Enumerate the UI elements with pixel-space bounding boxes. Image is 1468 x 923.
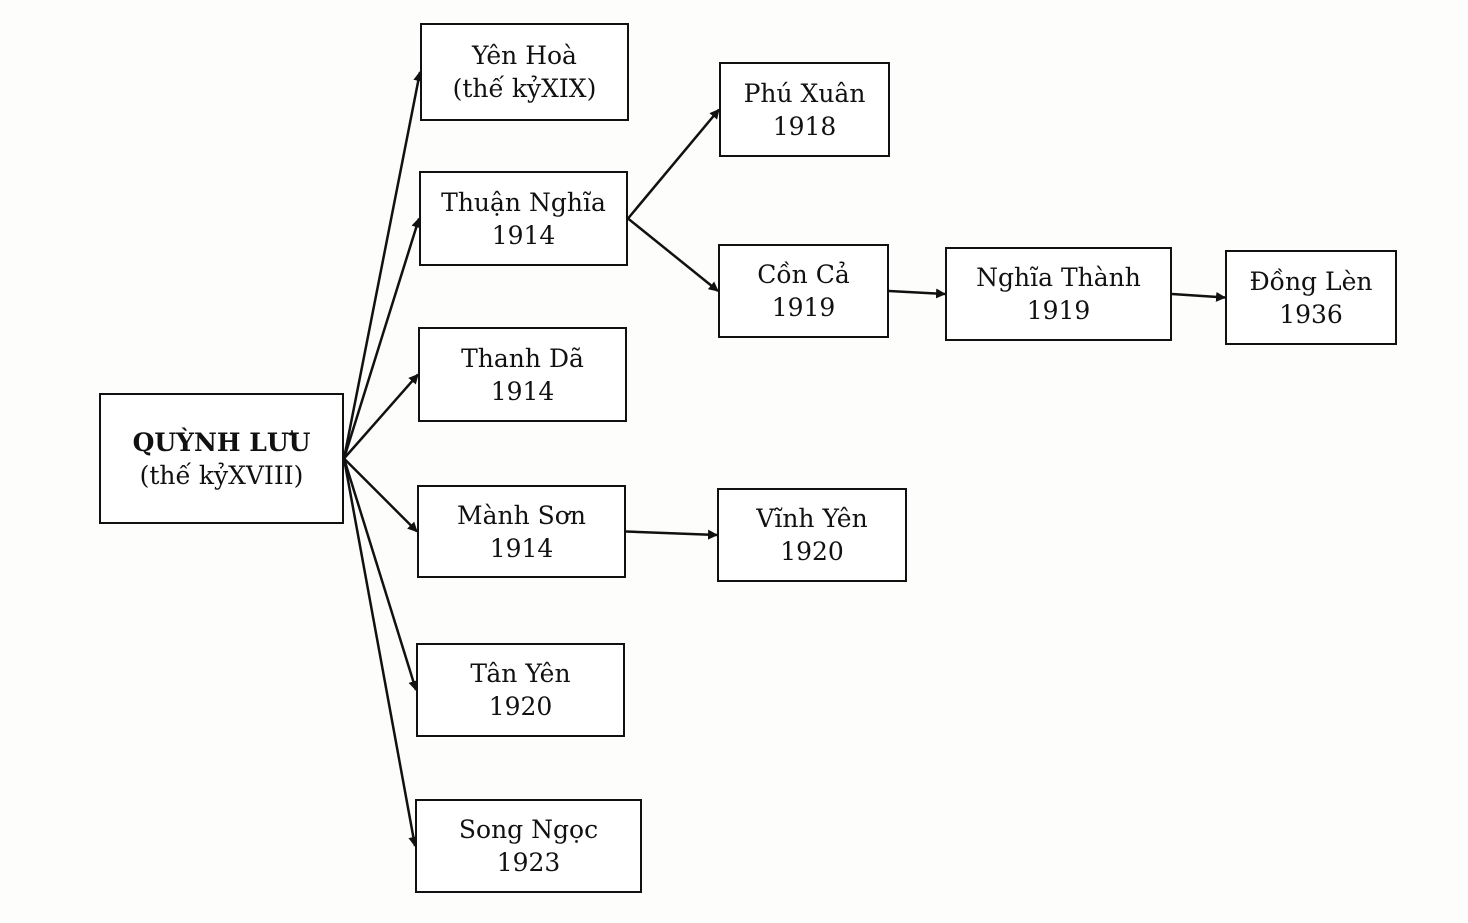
node-name: Phú Xuân xyxy=(743,78,866,108)
node-thanh-da: Thanh Dã 1914 xyxy=(418,327,627,422)
arrow-thuan-nghia-to-phu-xuan xyxy=(627,108,720,220)
node-date: (thế kỷXVIII) xyxy=(139,460,304,490)
arrow-quynh-luu-to-yen-hoa xyxy=(342,71,424,459)
node-tan-yen: Tân Yên 1920 xyxy=(416,643,625,737)
node-phu-xuan: Phú Xuân 1918 xyxy=(719,62,890,157)
node-date: 1919 xyxy=(771,293,836,322)
node-date: 1923 xyxy=(496,848,561,877)
node-quynh-luu: QUỲNH LƯU (thế kỷXVIII) xyxy=(99,393,344,524)
node-name: Yên Hoà xyxy=(472,41,577,70)
arrow-thuan-nghia-to-con-ca xyxy=(627,217,719,292)
node-date: 1914 xyxy=(490,376,555,406)
node-name: Mành Sơn xyxy=(457,500,586,530)
node-vinh-yen: Vĩnh Yên 1920 xyxy=(717,488,907,582)
arrow-quynh-luu-to-thanh-da xyxy=(343,373,419,460)
arrow-quynh-luu-to-manh-son xyxy=(343,457,418,533)
node-manh-son: Mành Sơn 1914 xyxy=(417,485,626,578)
node-date: 1918 xyxy=(772,111,837,141)
node-name: Thanh Dã xyxy=(461,343,584,373)
node-name: Đồng Lèn xyxy=(1249,266,1373,296)
node-name: Nghĩa Thành xyxy=(976,263,1141,292)
node-song-ngoc: Song Ngọc 1923 xyxy=(415,799,642,893)
arrow-manh-son-to-vinh-yen xyxy=(625,529,718,540)
arrow-quynh-luu-to-song-ngoc xyxy=(342,458,419,847)
arrow-con-ca-to-nghia-thanh xyxy=(888,288,946,299)
node-name: QUỲNH LƯU xyxy=(132,427,311,457)
node-nghia-thanh: Nghĩa Thành 1919 xyxy=(945,247,1172,341)
node-yen-hoa: Yên Hoà (thế kỷXIX) xyxy=(420,23,629,121)
node-thuan-nghia: Thuận Nghĩa 1914 xyxy=(419,171,628,266)
node-date: 1920 xyxy=(488,692,553,721)
node-name: Tân Yên xyxy=(470,659,571,688)
node-name: Thuận Nghĩa xyxy=(441,187,606,217)
node-date: 1914 xyxy=(489,533,554,563)
arrow-quynh-luu-to-tan-yen xyxy=(342,458,419,691)
arrow-nghia-thanh-to-dong-len xyxy=(1171,291,1226,302)
node-name: Cồn Cả xyxy=(757,260,850,289)
arrow-quynh-luu-to-thuan-nghia xyxy=(342,217,422,459)
node-name: Vĩnh Yên xyxy=(756,504,868,533)
node-dong-len: Đồng Lèn 1936 xyxy=(1225,250,1397,345)
node-date: 1914 xyxy=(491,220,556,250)
node-date: 1919 xyxy=(1026,296,1091,325)
node-date: 1936 xyxy=(1279,299,1343,329)
node-con-ca: Cồn Cả 1919 xyxy=(718,244,889,338)
node-date: (thế kỷXIX) xyxy=(452,74,597,103)
node-name: Song Ngọc xyxy=(458,815,599,844)
node-date: 1920 xyxy=(780,537,844,566)
